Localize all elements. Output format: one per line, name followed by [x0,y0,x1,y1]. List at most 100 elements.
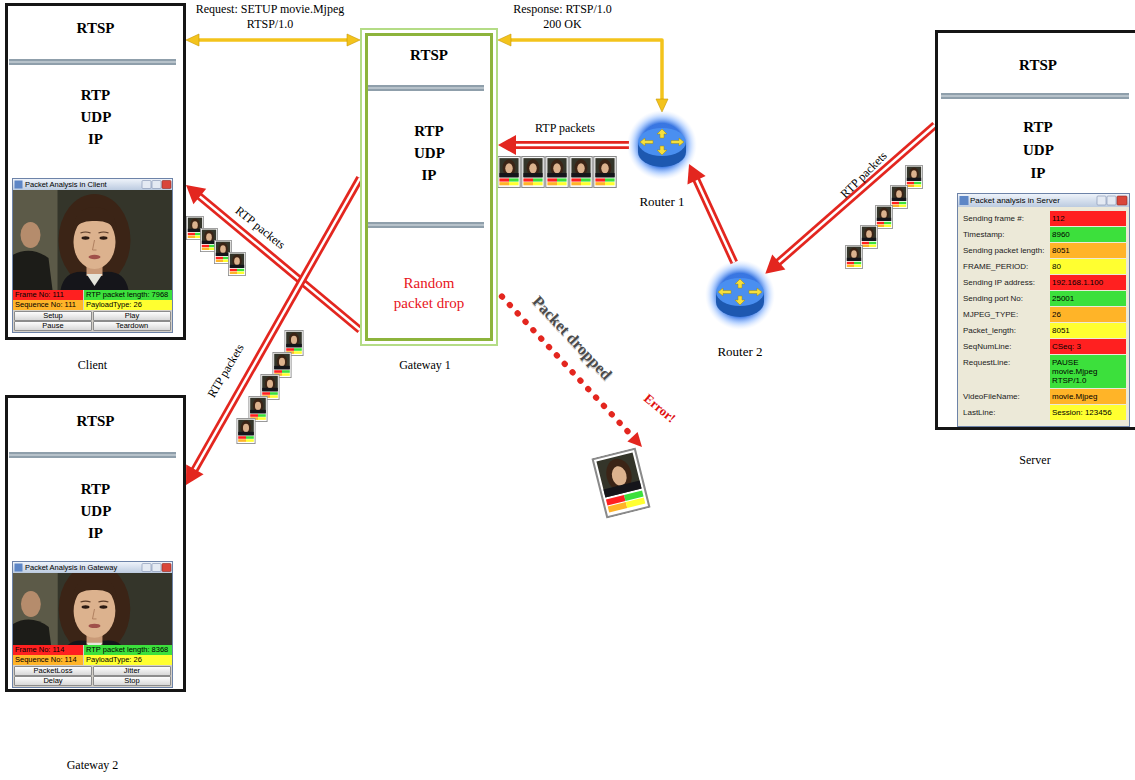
table-cell: Frame No: 114 [13,645,83,655]
arrow-shaft [193,178,360,472]
button-label: Teardown [94,322,170,330]
edge-label: Response: RTSP/1.0 200 OK [505,2,620,32]
analysis-window: Packet Analysis in GatewayPacketLossJitt… [12,561,173,688]
protocol-layer: RTP UDP IP [81,478,111,544]
router-arrow [735,279,745,288]
button-label: Play [94,312,170,320]
packet-thumbnails [187,157,923,444]
video-frame [13,190,173,290]
field-name: FRAME_PERIOD: [961,259,1050,274]
rtsp-arrow [186,34,360,46]
rtp-arrow [498,135,629,155]
rtp-arrow [186,178,360,485]
window-control [142,564,151,572]
router-arrow [735,296,745,305]
packet-thumbnail [229,252,246,275]
packet-thumbnail [249,396,267,421]
title-bar [958,194,1129,207]
field-value: 8051 [1050,243,1126,258]
edge-label: RTP packets [232,203,288,252]
field-value: 25001 [1050,291,1126,306]
edge-label: RTP packets [838,149,891,202]
window-control [162,181,171,189]
edge-label: Request: SETUP movie.Mjpeg RTSP/1.0 [182,2,358,32]
layer-separator [9,59,1129,458]
field-value: Session: 123456 [1050,405,1126,420]
packet-thumbnail [285,330,303,355]
arrowhead [186,34,199,46]
dotted-drop-line [494,288,631,435]
field-name: SeqNumLine: [961,339,1050,354]
window-icon [960,196,969,205]
router-glow [705,260,775,330]
layer-separator [366,85,484,91]
field-name: VideoFileName: [961,389,1050,404]
window-control [1117,196,1127,205]
arrowhead [186,185,206,204]
field-table: Sending frame #:112Timestamp:8960Sending… [961,211,1126,420]
router-arrow [657,146,667,155]
packet-thumbnail [876,205,893,228]
arrow-shaft [508,40,662,102]
packet-thumbnail [570,157,592,188]
router-icon: Router 1 [627,110,697,180]
host-name: Gateway 1 [360,358,490,372]
arrow-shaft [512,144,629,147]
ui-button: Teardown [93,321,171,331]
field-value: 8051 [1050,323,1126,338]
table-cell: Sequence No: 114 [13,655,83,665]
router-drawing [705,260,775,330]
ui-button: Pause [14,321,92,331]
field-value: 26 [1050,307,1126,322]
field-value: 112 [1050,211,1126,226]
field-name: MJPEG_TYPE: [961,307,1050,322]
button-label: Pause [15,322,91,330]
window-title: Packet analysis in Server [970,194,1060,207]
field-value: PAUSE movie.Mjpeg RTSP/1.0 [1050,355,1126,388]
router-arrow [640,138,653,146]
layer-separator [366,222,484,228]
protocol-layer: RTP UDP IP [1023,116,1053,185]
rtp-arrow [687,164,734,263]
router-icon: Router 2 [705,260,775,330]
packet-thumbnail [237,418,255,443]
packet-thumbnail [546,157,568,188]
arrow-shaft [776,125,935,264]
window-control [142,181,151,189]
field-name: Sending port No: [961,291,1050,306]
field-value: 8960 [1050,227,1126,242]
ui-button: Jitter [93,666,171,676]
gateway-box: RTSPRTP UDP IPRandom packet dropGateway … [360,28,498,346]
router-top [638,128,686,156]
analysis-window: Packet Analysis in ClientSetupPlayPauseT… [12,178,173,333]
arrowhead [687,164,705,185]
table-cell: Frame No: 111 [13,290,83,300]
arrow-shaft [196,38,349,42]
client-host: RTSPRTP UDP IPClientPacket Analysis in C… [5,3,186,340]
arrowhead [347,34,360,46]
table-cell: RTP packet length: 7968 [84,290,172,300]
router-glow [627,110,697,180]
server-host: RTSPRTP UDP IPServerPacket analysis in S… [935,30,1135,430]
packet-thumbnail [906,165,923,188]
router-arrow [749,288,762,296]
arrowhead [498,135,516,155]
layer-separator [366,88,484,89]
protocol-layer: RTSP [362,47,496,64]
layer-separator [9,62,176,63]
packet-thumbnail [594,157,616,188]
field-name: Sending frame #: [961,211,1050,226]
router-arrow [671,138,684,146]
field-name: Packet_length: [961,323,1050,338]
table-cell: Sequence No: 111 [13,300,83,310]
arrow-shaft [695,177,734,262]
arrow-shaft [512,141,629,149]
ui-button: Setup [14,311,92,321]
field-value: CSeq: 3 [1050,339,1126,354]
layer-separator [9,59,176,65]
packet-thumbnail [273,352,291,377]
packet-thumbnail [498,157,520,188]
title-bar [13,179,172,190]
window-title: Packet Analysis in Client [25,179,107,190]
